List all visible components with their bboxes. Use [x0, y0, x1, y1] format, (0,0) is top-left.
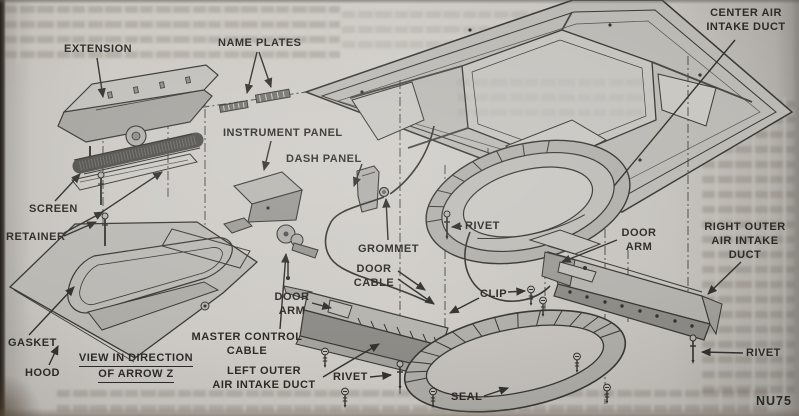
label-hood: HOOD: [25, 367, 60, 379]
label-dash-panel: DASH PANEL: [286, 153, 362, 165]
label-rivet-right: RIVET: [746, 347, 781, 359]
label-line: ARM: [625, 241, 653, 253]
label-extension: EXTENSION: [64, 43, 133, 55]
master-control-cable-part: [276, 224, 319, 280]
label-master-control-cable: MASTER CONTROL CABLE: [187, 330, 307, 358]
retainer-studs: [97, 171, 109, 246]
label-view-note: VIEW IN DIRECTION OF ARROW Z: [70, 351, 202, 383]
label-line: CENTER AIR: [710, 7, 782, 19]
label-line: MASTER CONTROL: [191, 331, 303, 343]
label-line: DOOR: [356, 263, 392, 275]
screen-part: [71, 132, 204, 191]
label-line: DUCT: [728, 249, 762, 261]
grommet-part: [378, 186, 390, 198]
label-rivet-left: RIVET: [333, 371, 368, 383]
label-gasket: GASKET: [8, 337, 57, 349]
label-line: DOOR: [621, 227, 657, 239]
label-instrument-panel: INSTRUMENT PANEL: [223, 127, 343, 139]
label-center-air-intake-duct: CENTER AIR INTAKE DUCT: [696, 6, 796, 34]
label-line: INTAKE DUCT: [706, 21, 786, 33]
label-line: AIR INTAKE DUCT: [212, 379, 316, 391]
label-line: CABLE: [226, 345, 268, 357]
label-line: VIEW IN DIRECTION: [78, 351, 194, 367]
label-line: ARM: [278, 305, 306, 317]
label-door-arm-left: DOOR ARM: [262, 290, 322, 318]
name-plate-parts: [218, 88, 291, 113]
label-line: CABLE: [353, 277, 395, 289]
figure-code: NU75: [756, 394, 792, 408]
right-outer-duct: [528, 229, 723, 341]
label-left-outer-air-intake-duct: LEFT OUTER AIR INTAKE DUCT: [199, 364, 329, 392]
label-line: LEFT OUTER: [226, 365, 302, 377]
label-clip: CLIP: [480, 288, 508, 300]
extension-part: [57, 64, 219, 163]
label-line: RIGHT OUTER: [704, 221, 786, 233]
label-retainer: RETAINER: [6, 231, 66, 243]
label-door-cable: DOOR CABLE: [344, 262, 404, 290]
center-intake-ring: [425, 139, 631, 265]
label-screen: SCREEN: [29, 203, 78, 215]
seal-ring: [403, 309, 627, 413]
label-name-plates: NAME PLATES: [218, 37, 302, 49]
label-door-arm-right: DOOR ARM: [609, 226, 669, 254]
cables: [324, 125, 551, 304]
label-right-outer-air-intake-duct: RIGHT OUTER AIR INTAKE DUCT: [695, 220, 795, 262]
label-line: OF ARROW Z: [98, 367, 174, 383]
label-rivet-mid: RIVET: [465, 220, 500, 232]
hood-panel: [8, 221, 259, 363]
label-seal: SEAL: [451, 391, 483, 403]
label-grommet: GROMMET: [358, 243, 419, 255]
instrument-panel-part: [223, 171, 304, 234]
leader-arrows: [28, 39, 744, 397]
label-line: AIR INTAKE: [711, 235, 779, 247]
label-line: DOOR: [274, 291, 310, 303]
